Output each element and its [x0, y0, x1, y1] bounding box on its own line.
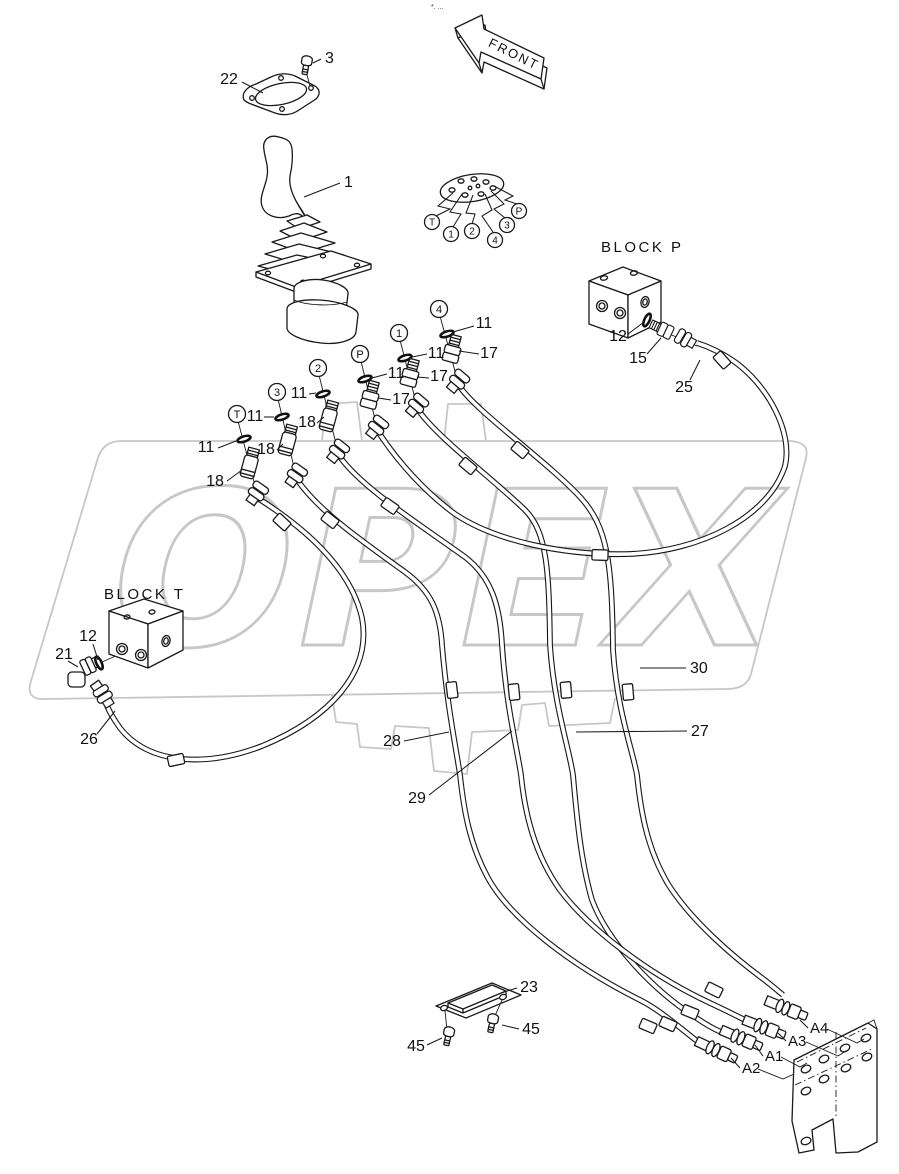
hose-29: [337, 455, 747, 1023]
callout-hose-28: 28: [383, 733, 401, 750]
callout-adapter-3: 18: [257, 441, 275, 458]
hose-end-fitting-a4: [762, 993, 810, 1024]
block-t-assembly: BLOCK T 12 21 26: [55, 586, 185, 748]
anchor-labels: A4 A3 A1 A2: [730, 1019, 865, 1080]
svg-text:1: 1: [396, 328, 402, 340]
diagram-port-4: 4: [486, 231, 504, 249]
callout-bolt-left: 45: [407, 1038, 425, 1055]
callout-hose-30: 30: [690, 660, 708, 677]
svg-text:1: 1: [448, 230, 454, 241]
callout-adapter-4: 17: [480, 345, 498, 362]
svg-text:P: P: [356, 349, 363, 361]
callout-block-t-oring: 12: [79, 628, 97, 645]
hose-27: [416, 409, 723, 1035]
diagram-port-t: T: [423, 213, 441, 231]
svg-text:4: 4: [436, 304, 442, 316]
block-t-label: BLOCK T: [104, 586, 185, 603]
callout-hose-29: 29: [408, 790, 426, 807]
port-circle-2: 2: [308, 358, 328, 378]
port-fitting-columns: T 3 2 P 1 4 11 18 11 18 11 18 11 17 11 1…: [198, 299, 498, 509]
callout-adapter-2: 18: [298, 414, 316, 431]
callout-block-p-oring: 12: [609, 328, 627, 345]
svg-text:3: 3: [274, 387, 280, 399]
adapter-18-2: [317, 399, 341, 433]
callout-block-p-adapter: 15: [629, 350, 647, 367]
callout-lever: 1: [344, 174, 353, 191]
callout-gasket-bolt: 3: [325, 50, 334, 67]
callout-bolt-right: 45: [522, 1021, 540, 1038]
bracket-bolt-left: [440, 1025, 456, 1048]
hose-28: [295, 479, 699, 1044]
svg-text:4: 4: [492, 236, 498, 247]
svg-text:T: T: [234, 409, 241, 421]
mounting-plate: [791, 1019, 878, 1154]
callout-bracket: 23: [520, 979, 538, 996]
block-p-assembly: BLOCK P 12 15 25: [588, 239, 701, 396]
oring-t: [235, 433, 253, 445]
port-layout-diagram: T 1 2 4 3 P: [423, 173, 528, 249]
callout-hose-25: 25: [675, 379, 693, 396]
hose-30: [457, 385, 785, 998]
gasket-bolt-3: 3: [298, 50, 334, 87]
adapter-17-p: [359, 378, 383, 411]
port-circle-3: 3: [267, 382, 287, 402]
anchor-a3: A3: [788, 1033, 806, 1050]
anchor-a4: A4: [810, 1020, 828, 1037]
callout-hose-26: 26: [80, 731, 98, 748]
joystick-lever: 1: [255, 135, 372, 345]
svg-text:3: 3: [504, 221, 510, 232]
port-circle-t: T: [227, 404, 247, 424]
port-circle-4: 4: [429, 299, 449, 319]
svg-text:2: 2: [469, 227, 475, 238]
watermark-text: OPEX: [85, 446, 807, 696]
callout-adapter-p: 17: [392, 391, 410, 408]
block-p-hose-ferrule: [672, 327, 699, 352]
hose-callouts: 30 27 28 29: [383, 660, 709, 807]
port-circle-1: 1: [389, 323, 409, 343]
hose-26: [102, 496, 367, 763]
clamp-bracket-assembly: 23 45 45: [407, 979, 540, 1055]
callout-adapter-1: 17: [430, 368, 448, 385]
diagram-port-2: 2: [463, 222, 481, 240]
diagram-port-1: 1: [442, 225, 460, 243]
callout-gasket: 22: [220, 71, 238, 88]
callout-adapter-t: 18: [206, 473, 224, 490]
callout-hose-27: 27: [691, 723, 709, 740]
bracket-bolt-right: [484, 1012, 500, 1035]
block-p-label: BLOCK P: [601, 239, 684, 256]
anchor-a1: A1: [765, 1048, 783, 1065]
corner-marks: *. ...: [431, 4, 444, 11]
callout-block-t-elbow: 21: [55, 646, 73, 663]
callout-oring-p: 11: [388, 365, 405, 382]
oring-2: [314, 388, 332, 400]
callout-oring-t: 11: [198, 439, 215, 456]
diagram-port-p: P: [510, 202, 528, 220]
opex-watermark: OPEX: [28, 401, 809, 775]
svg-text:P: P: [516, 207, 523, 218]
svg-text:T: T: [429, 218, 435, 229]
front-direction-arrow: FRONT: [454, 14, 548, 90]
callout-oring-2: 11: [291, 385, 308, 402]
oring-3: [273, 411, 291, 423]
callout-oring-3: 11: [247, 408, 264, 425]
hose-ferrule-p: [362, 413, 391, 443]
diagram-port-3: 3: [498, 216, 516, 234]
callout-oring-1: 11: [428, 345, 445, 362]
callout-oring-4: 11: [476, 315, 493, 332]
svg-text:2: 2: [315, 363, 321, 375]
port-circle-p: P: [350, 344, 370, 364]
hose-25: [376, 340, 790, 558]
gasket-22: 22: [220, 71, 320, 116]
anchor-a2: A2: [742, 1060, 760, 1077]
